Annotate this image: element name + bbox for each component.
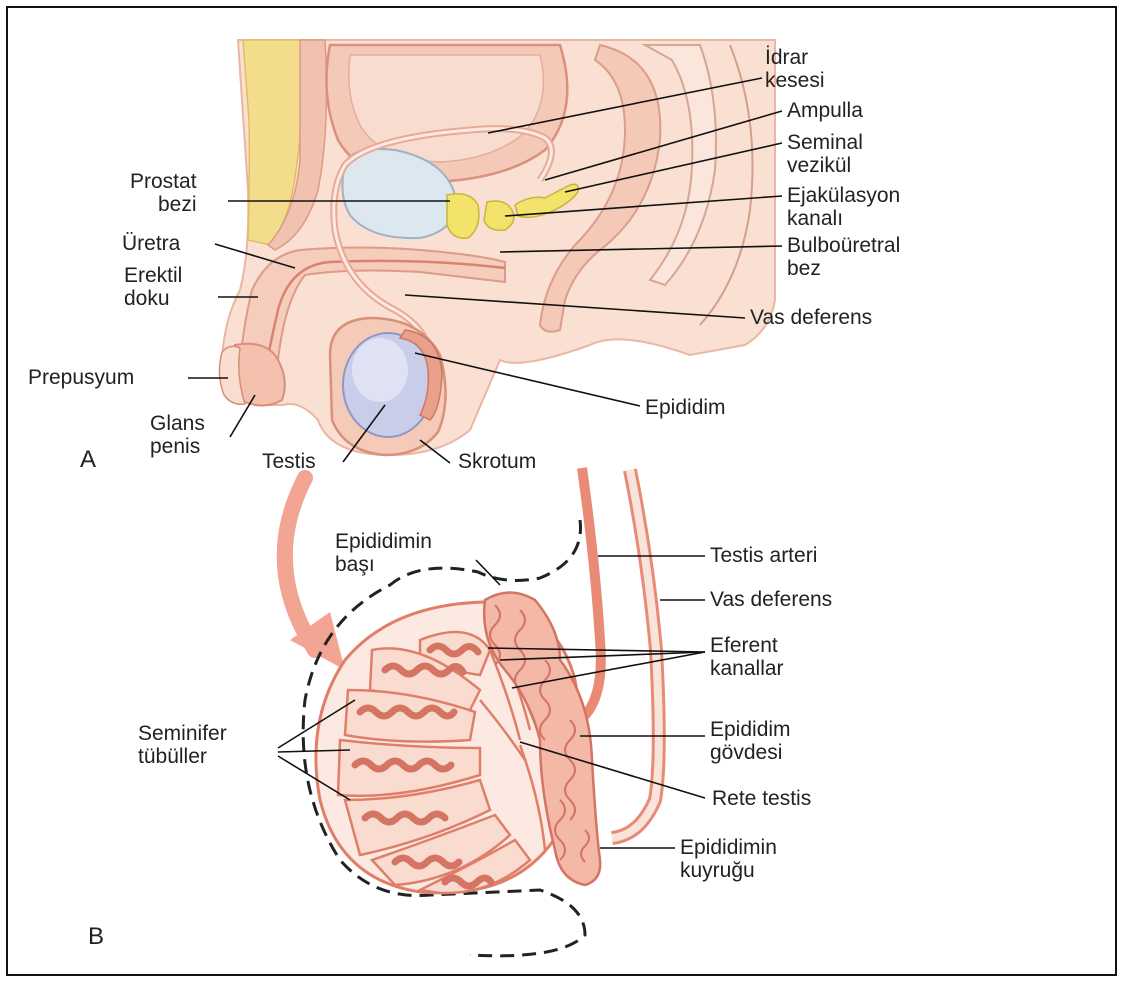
label-eferent-kanallar: Eferent kanallar [710, 634, 784, 680]
label-prepusyum: Prepusyum [28, 366, 134, 389]
label-seminal-vezikul: Seminal vezikül [787, 131, 863, 177]
panel-b-letter: B [88, 925, 104, 948]
label-ampulla: Ampulla [787, 99, 863, 122]
label-vas-deferens-b: Vas deferens [710, 588, 832, 611]
label-glans-penis: Glans penis [150, 412, 205, 458]
label-bulbouretral-bez: Bulboüretral bez [787, 234, 900, 280]
panel-a-letter: A [80, 448, 96, 471]
label-vas-deferens-a: Vas deferens [750, 306, 872, 329]
label-prostat-bezi: Prostat bezi [130, 170, 197, 216]
tubule-4 [355, 761, 451, 769]
label-epididim-govdesi: Epididim gövdesi [710, 718, 791, 764]
label-rete-testis: Rete testis [712, 787, 811, 810]
label-epididimin-kuyrugu: Epididimin kuyruğu [680, 836, 777, 882]
prostate-gland [447, 194, 479, 238]
testis-highlight [352, 338, 408, 402]
label-seminifer-tubuller: Seminifer tübüller [138, 722, 227, 768]
label-ejakulasyon-kanali: Ejakülasyon kanalı [787, 184, 900, 230]
label-testis-arteri: Testis arteri [710, 544, 817, 567]
label-erektil-doku: Erektil doku [124, 264, 182, 310]
testicular-artery [580, 468, 601, 720]
transition-arrow [285, 478, 315, 650]
label-epididimin-basi: Epididimin başı [335, 530, 432, 576]
tubule-3 [360, 708, 454, 716]
label-skrotum: Skrotum [458, 450, 536, 473]
label-idrar-kesesi: İdrar kesesi [765, 46, 825, 92]
label-epididim: Epididim [645, 396, 726, 419]
label-uretra: Üretra [122, 232, 180, 255]
label-testis: Testis [262, 450, 316, 473]
